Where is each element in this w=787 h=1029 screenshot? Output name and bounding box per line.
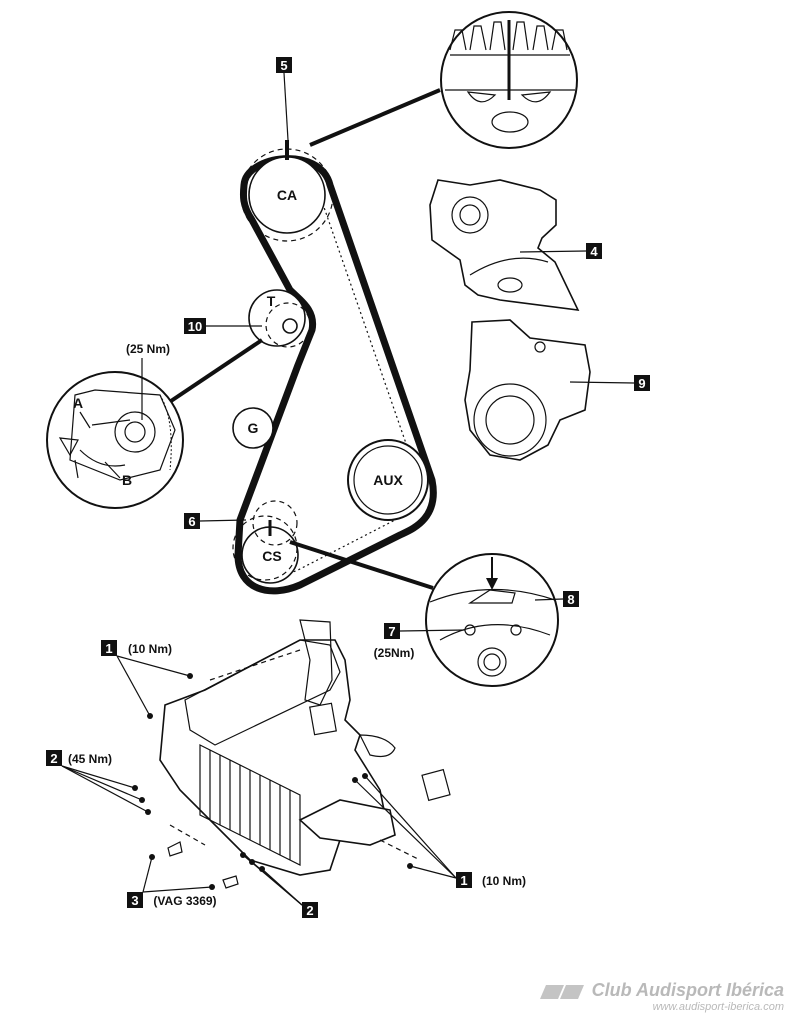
callout-10: 10: [184, 318, 262, 334]
callout-1-top: 1 (10 Nm): [101, 640, 191, 717]
callout-7: 7: [388, 624, 395, 639]
svg-text:3: 3: [131, 893, 138, 908]
svg-text:(VAG 3369): (VAG 3369): [153, 894, 216, 908]
auxiliary-pulley-label: AUX: [373, 472, 403, 488]
watermark-url: www.audisport-iberica.com: [652, 1001, 784, 1013]
svg-text:2: 2: [50, 751, 57, 766]
timing-cover-upper: 4: [429, 179, 602, 311]
timing-cover-lower: 9: [464, 319, 650, 461]
crankshaft-pulley: CS: [232, 500, 299, 584]
callout-2-bottom: 2: [242, 854, 318, 918]
crankshaft-detail: 8 7 (25Nm): [289, 540, 579, 687]
svg-text:6: 6: [188, 514, 195, 529]
camshaft-pulley-label: CA: [277, 187, 297, 203]
tensioner-pulley: T: [248, 289, 311, 348]
auxiliary-pulley: AUX: [347, 439, 429, 521]
tensioner-torque-label: (25 Nm): [126, 342, 170, 356]
watermark: Club Audisport Ibérica www.audisport-ibe…: [548, 980, 784, 1013]
tensioner-label-b: B: [122, 472, 132, 488]
callout-1-right: 1 (10 Nm): [354, 775, 526, 888]
svg-text:1: 1: [460, 873, 467, 888]
svg-text:(10 Nm): (10 Nm): [482, 874, 526, 888]
callout-7-torque: (25Nm): [374, 646, 415, 660]
camshaft-pulley: CA: [240, 140, 334, 242]
club-logo-icon: [540, 985, 584, 999]
svg-text:(45 Nm): (45 Nm): [68, 752, 112, 766]
svg-text:(10 Nm): (10 Nm): [128, 642, 172, 656]
tensioner-label-a: A: [73, 395, 83, 411]
svg-text:5: 5: [280, 58, 287, 73]
idler-pulley-label: G: [248, 420, 259, 436]
watermark-title: Club Audisport Ibérica: [591, 980, 784, 1000]
tensioner-detail: (25 Nm) A B: [46, 338, 264, 509]
callout-2-left: 2 (45 Nm): [46, 750, 149, 813]
callout-3: 3 (VAG 3369): [127, 856, 217, 908]
svg-text:1: 1: [105, 641, 112, 656]
svg-text:2: 2: [306, 903, 313, 918]
callout-6: 6: [184, 513, 247, 529]
radiator-fins: [209, 750, 291, 860]
callout-9: 9: [638, 376, 645, 391]
svg-text:10: 10: [188, 319, 202, 334]
front-assembly: [132, 619, 451, 890]
tensioner-pulley-label: T: [267, 293, 276, 309]
callout-5: 5: [276, 57, 292, 141]
callout-8: 8: [567, 592, 574, 607]
crankshaft-pulley-label: CS: [262, 548, 281, 564]
camshaft-detail: [309, 11, 578, 149]
callout-4: 4: [590, 244, 598, 259]
idler-pulley: G: [232, 407, 274, 449]
